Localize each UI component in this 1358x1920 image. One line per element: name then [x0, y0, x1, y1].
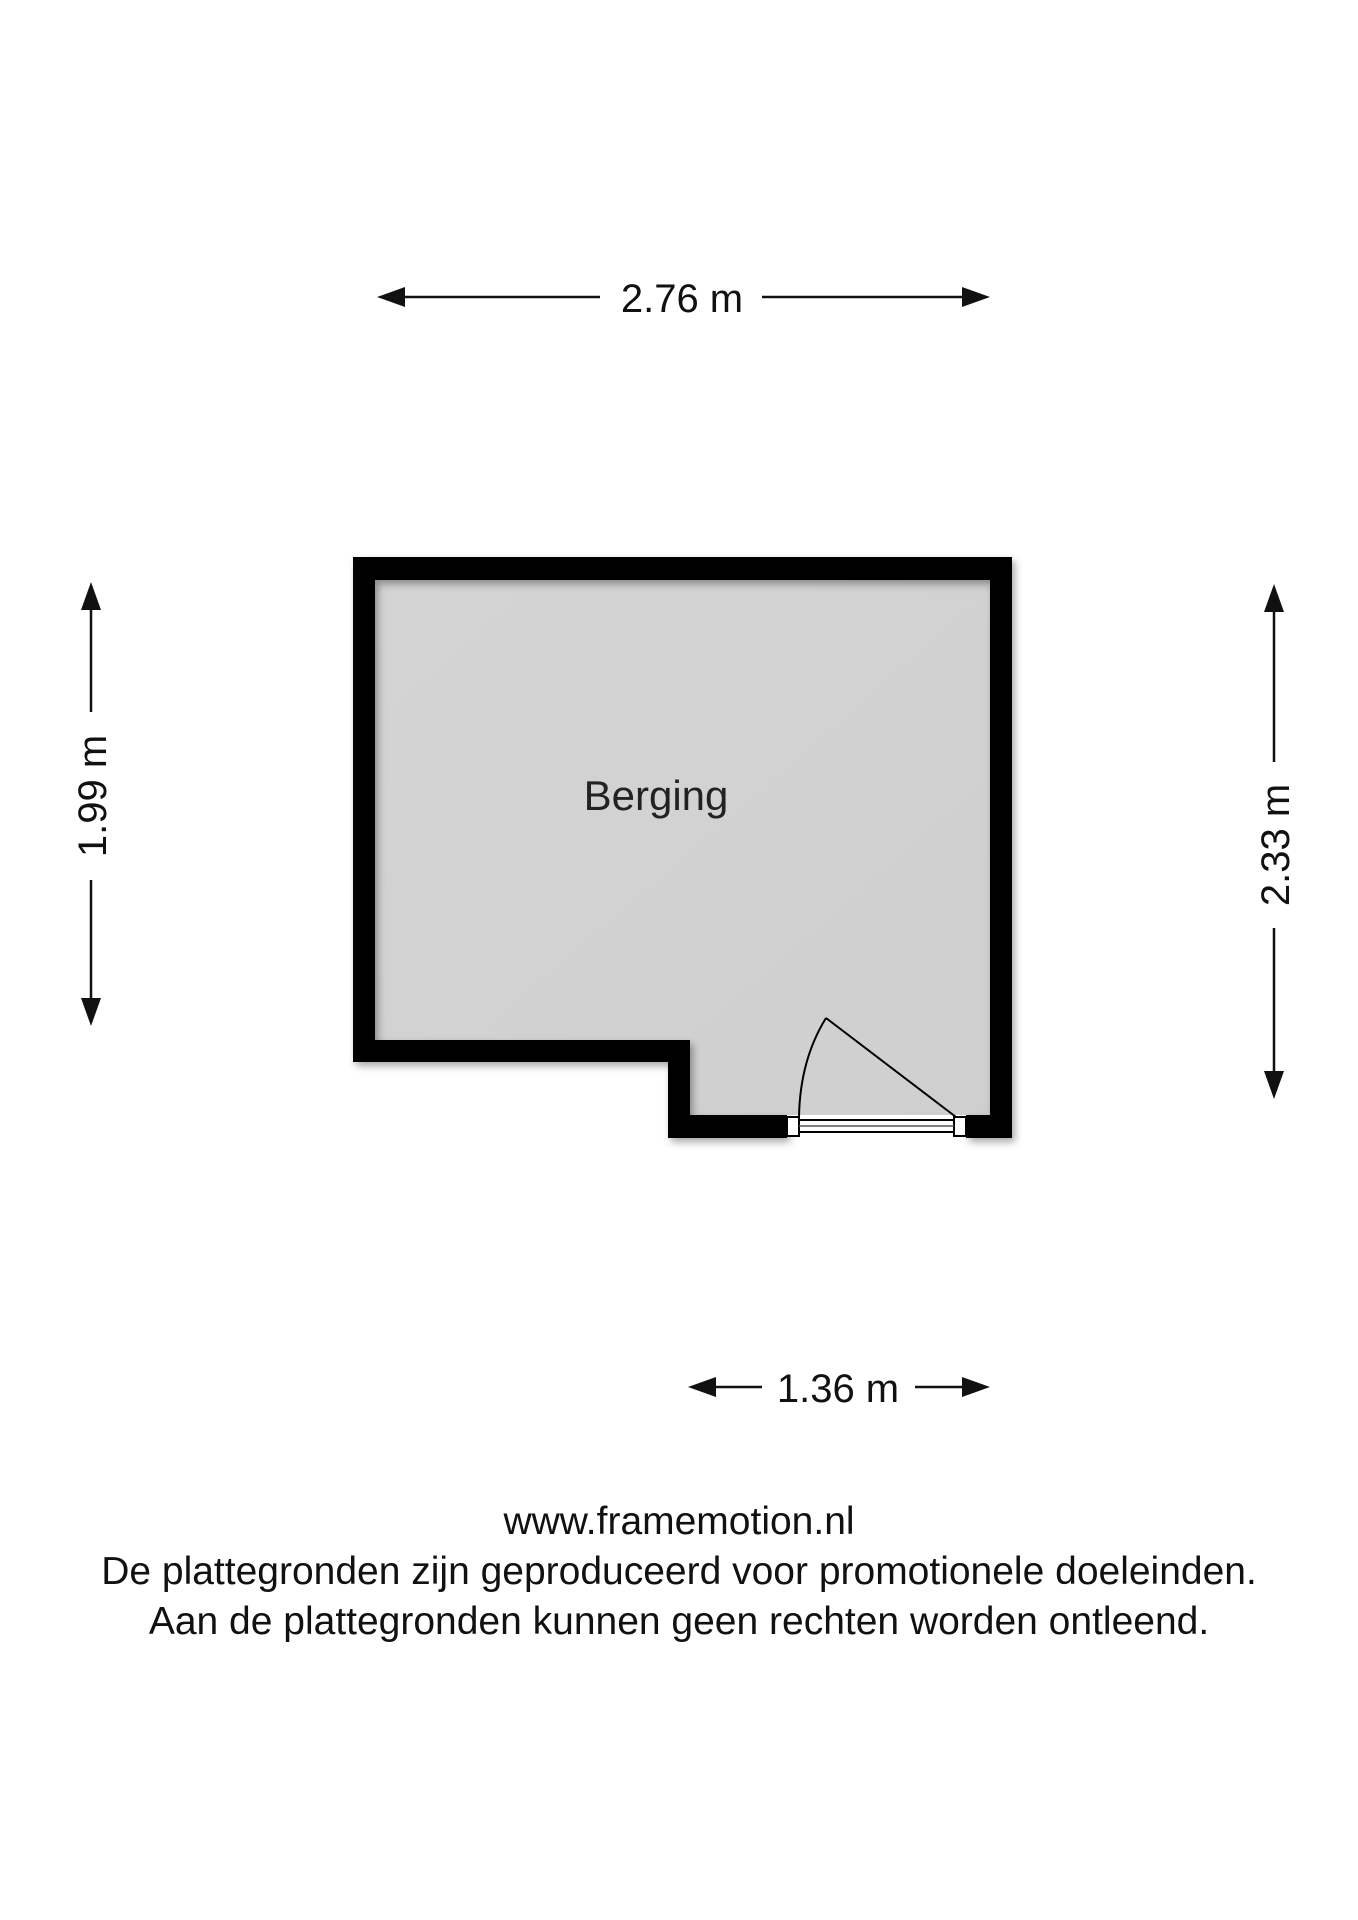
arrow-left-icon	[377, 287, 405, 307]
room-floor	[375, 580, 990, 1115]
arrow-up-icon	[81, 582, 101, 610]
arrow-right-icon	[962, 1377, 990, 1397]
dimension-right: 2.33 m	[1254, 584, 1298, 1099]
dimension-top-label: 2.76 m	[621, 277, 743, 321]
door-jamb-left	[786, 1116, 800, 1137]
arrow-down-icon	[81, 998, 101, 1026]
dimension-left: 1.99 m	[71, 582, 115, 1026]
arrow-down-icon	[1264, 1071, 1284, 1099]
arrow-up-icon	[1264, 584, 1284, 612]
door-swing-arc	[798, 1017, 827, 1118]
dimension-bottom: 1.36 m	[688, 1367, 990, 1411]
door-jamb-right	[953, 1116, 967, 1137]
dimension-bottom-label: 1.36 m	[777, 1367, 899, 1411]
door	[786, 1017, 967, 1137]
footer-disclaimer-line1: De plattegronden zijn geproduceerd voor …	[101, 1550, 1257, 1593]
room-label: Berging	[584, 772, 729, 819]
dimension-left-label: 1.99 m	[71, 735, 115, 857]
dimension-top: 2.76 m	[377, 277, 990, 321]
dimension-right-label: 2.33 m	[1254, 784, 1298, 906]
door-leaf	[825, 1017, 957, 1118]
arrow-left-icon	[688, 1377, 716, 1397]
arrow-right-icon	[962, 287, 990, 307]
footer-website: www.framemotion.nl	[503, 1500, 855, 1543]
footer-disclaimer-line2: Aan de plattegronden kunnen geen rechten…	[148, 1600, 1210, 1643]
